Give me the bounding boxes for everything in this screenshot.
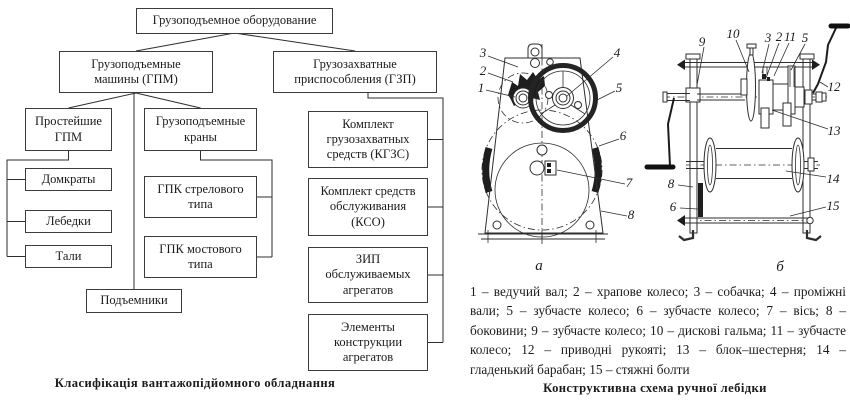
figure-a: 3 2 1 4 5 6 7 8 а (478, 43, 635, 274)
fig-a-callout-7: 7 (626, 175, 633, 190)
flowchart-box-gpk-bridge: ГПК мостового типа (144, 236, 257, 278)
flowchart-box-lifts: Подъемники (86, 289, 182, 313)
fig-a-callout-4: 4 (614, 45, 621, 60)
fig-b-callout-11: 11 (784, 29, 796, 44)
flowchart-box-simple-gpm: Простейшие ГПМ (25, 108, 112, 151)
fig-b-callout-9: 9 (699, 34, 706, 49)
flowchart-connectors (6, 32, 444, 343)
flowchart-box-winches: Лебедки (25, 210, 112, 233)
fig-a-callout-5: 5 (616, 80, 623, 95)
flowchart-box-gzp: Грузозахватные приспособления (ГЗП) (273, 51, 437, 93)
fig-a-callout-6: 6 (620, 128, 627, 143)
fig-b-callout-15: 15 (827, 198, 841, 213)
figure-b: 9 10 3 2 11 5 12 13 8 6 14 15 б (644, 23, 850, 275)
flowchart-box-hoists: Тали (25, 245, 112, 268)
flowchart-box-jacks: Домкраты (25, 168, 112, 191)
fig-b-callout-14: 14 (827, 171, 841, 186)
fig-a-callout-2: 2 (480, 63, 487, 78)
flowchart-box-cranes: Грузоподъемные краны (144, 108, 257, 151)
fig-a-callout-8: 8 (628, 207, 635, 222)
flowchart-box-kgzs: Комплект грузозахватных средств (КГЗС) (308, 111, 428, 168)
fig-b-callout-8: 8 (668, 176, 675, 191)
winch-legend: 1 – ведучий вал; 2 – храпове колесо; 3 –… (470, 284, 846, 377)
fig-b-callout-13: 13 (828, 123, 842, 138)
fig-b-callout-2: 2 (776, 29, 783, 44)
fig-a-callout-3: 3 (479, 45, 487, 60)
fig-b-callout-5: 5 (802, 30, 809, 45)
flowchart-caption: Класифікація вантажопідйомного обладнанн… (54, 376, 336, 390)
fig-a-label: а (535, 258, 543, 274)
fig-b-callout-3: 3 (764, 30, 772, 45)
flowchart-box-gpm: Грузоподъемные машины (ГПМ) (59, 51, 213, 93)
fig-b-callout-10: 10 (727, 26, 741, 41)
winch-drawings: 3 2 1 4 5 6 7 8 а (478, 23, 850, 275)
flowchart-box-gpk-jib: ГПК стрелового типа (144, 176, 257, 218)
fig-b-callout-6: 6 (670, 199, 677, 214)
winch-caption: Конструктивна схема ручної лебідки (543, 381, 767, 395)
flowchart-box-root: Грузоподъемное оборудование (136, 8, 333, 34)
flowchart-box-kso: Комплект средств обслуживания (КСО) (308, 178, 428, 236)
flowchart-box-zip: ЗИП обслуживаемых агрегатов (308, 247, 428, 303)
fig-b-label: б (776, 259, 784, 275)
flowchart-box-elements: Элементы конструкции агрегатов (308, 314, 428, 371)
fig-b-callout-12: 12 (828, 79, 842, 94)
fig-a-callout-1: 1 (478, 80, 485, 95)
